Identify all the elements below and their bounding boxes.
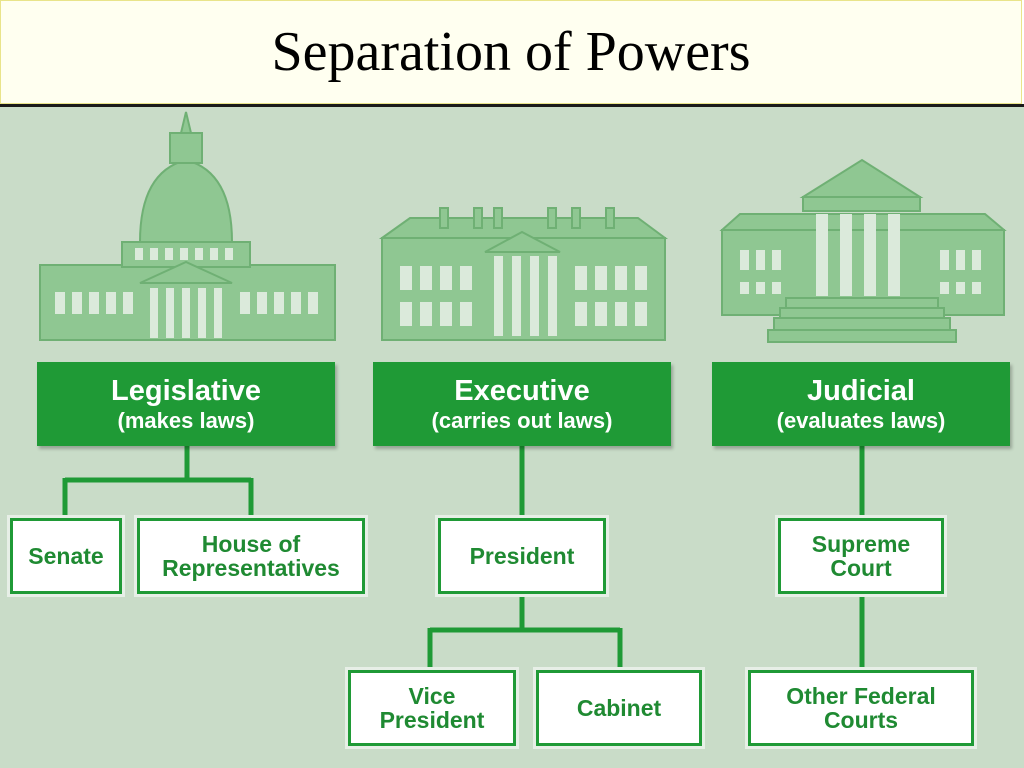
connector-lines [62, 446, 865, 670]
house-box: House of Representatives [137, 518, 365, 594]
senate-box: Senate [10, 518, 122, 594]
house-label: House of Representatives [162, 530, 340, 581]
supreme-court-label: Supreme Court [811, 530, 911, 581]
president-label: President [469, 542, 575, 569]
capitol-icon [39, 111, 336, 341]
vice-president-box: Vice President [348, 670, 516, 746]
legislative-branch: Legislative (makes laws) [37, 362, 335, 446]
judicial-branch: Judicial (evaluates laws) [712, 362, 1010, 446]
branch-role: (evaluates laws) [776, 408, 946, 434]
cabinet-box: Cabinet [536, 670, 702, 746]
senate-label: Senate [28, 542, 104, 569]
branch-name: Judicial [807, 374, 915, 407]
branch-role: (makes laws) [117, 408, 255, 434]
slide-title: Separation of Powers [271, 21, 751, 83]
president-box: President [438, 518, 606, 594]
other-courts-label: Other Federal Courts [786, 682, 936, 733]
cabinet-label: Cabinet [576, 694, 662, 721]
branch-name: Executive [454, 374, 590, 407]
supreme-court-icon [719, 158, 1007, 343]
executive-branch: Executive (carries out laws) [373, 362, 671, 446]
supreme-court-box: Supreme Court [778, 518, 944, 594]
title-bar: Separation of Powers [0, 0, 1022, 104]
title-divider [0, 104, 1024, 107]
other-courts-box: Other Federal Courts [748, 670, 974, 746]
branch-role: (carries out laws) [431, 408, 613, 434]
vice-president-label: Vice President [379, 682, 485, 733]
white-house-icon [378, 207, 669, 341]
branch-name: Legislative [111, 374, 261, 407]
